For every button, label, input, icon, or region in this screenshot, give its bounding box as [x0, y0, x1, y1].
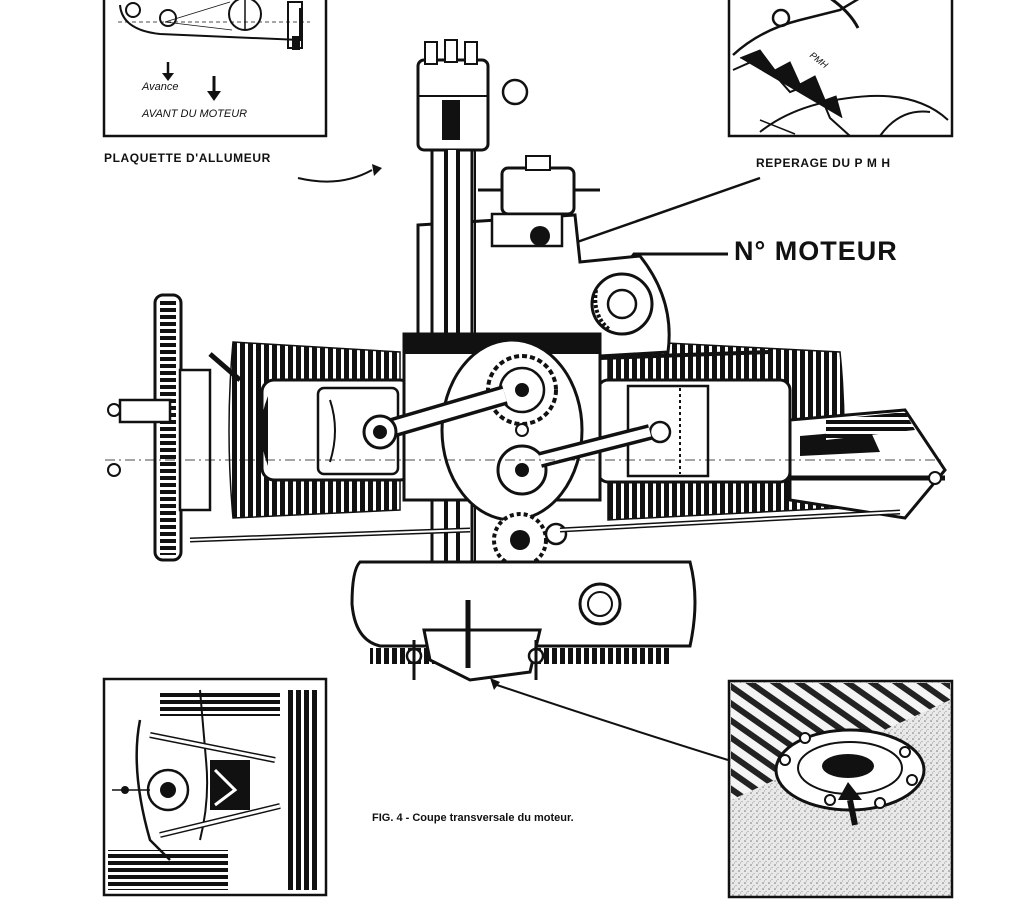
oil-filter-inset	[727, 679, 954, 899]
tdc-marking-label: REPERAGE DU P M H	[756, 156, 891, 170]
rocker-detail-inset	[102, 677, 328, 897]
engine-front-label: AVANT DU MOTEUR	[142, 108, 248, 120]
distributor-plate-label: PLAQUETTE D'ALLUMEUR	[104, 151, 271, 165]
engine-number-label: N° MOTEUR	[734, 236, 898, 266]
distributor-plate-inset	[102, 0, 328, 138]
tdc-marking-inset	[727, 0, 954, 138]
figure-caption: FIG. 4 - Coupe transversale du moteur.	[372, 812, 574, 824]
engine-body	[105, 39, 947, 682]
advance-label: Avance	[142, 81, 179, 93]
